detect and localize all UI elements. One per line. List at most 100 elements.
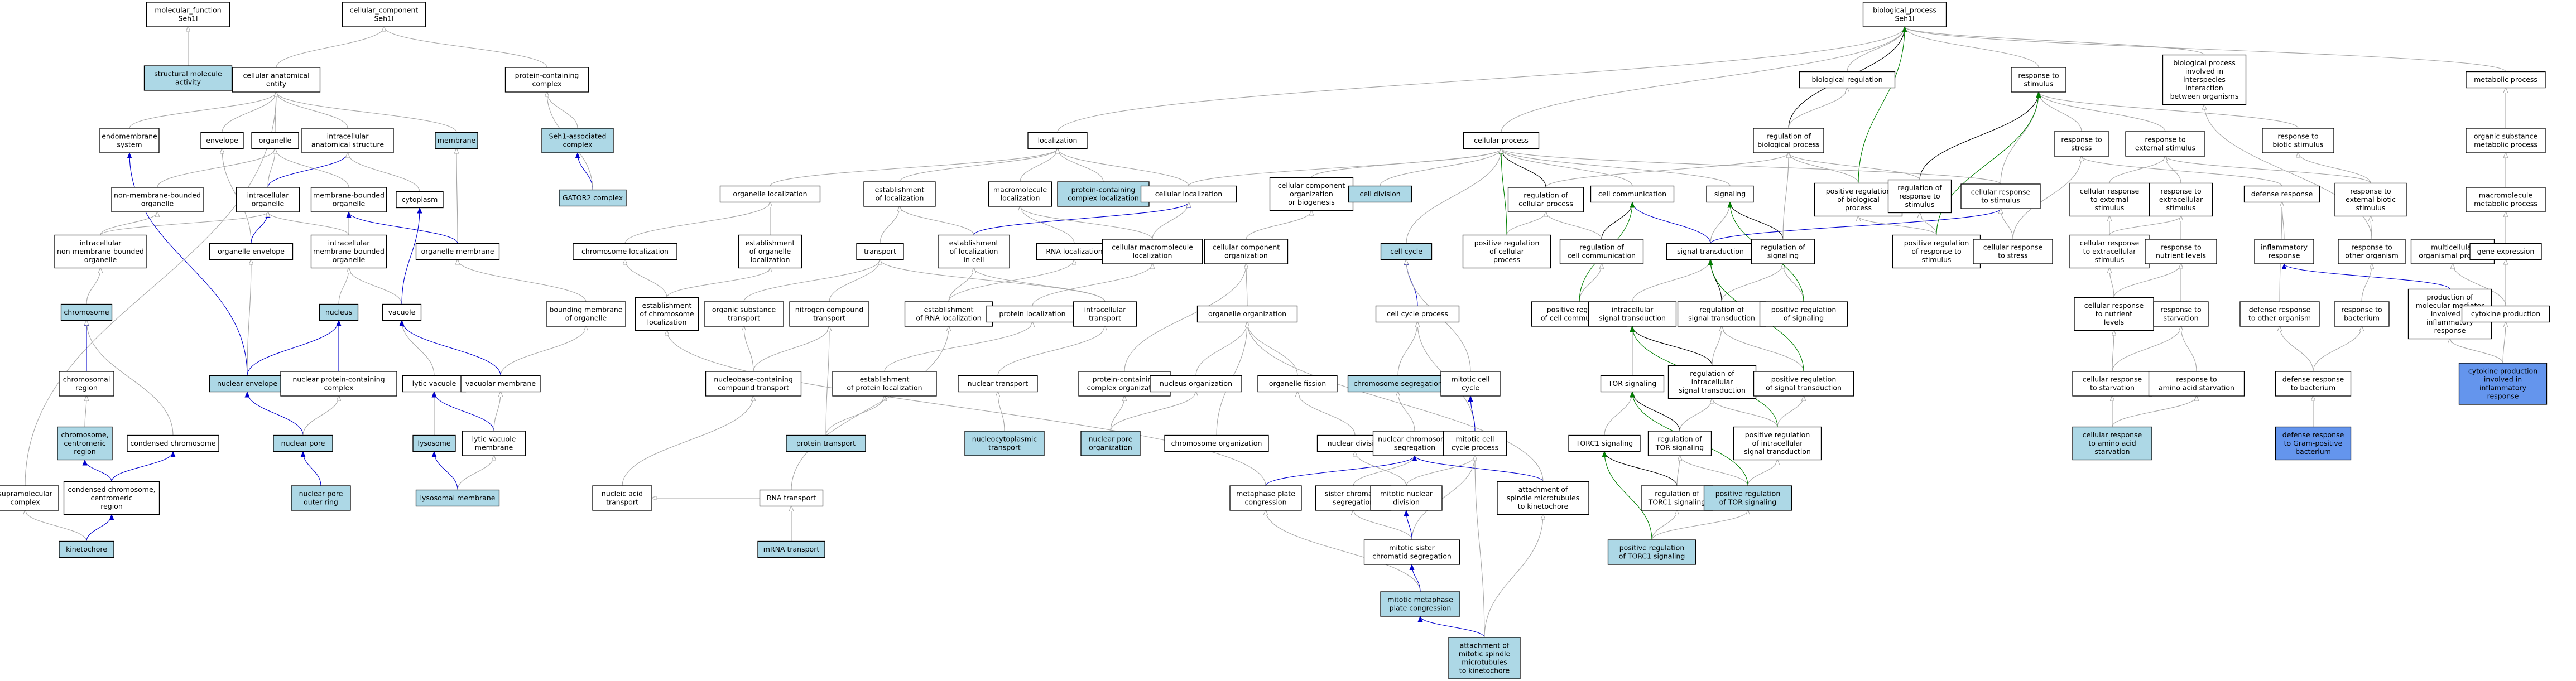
go-term-node[interactable]: vacuolar membrane xyxy=(460,375,541,393)
go-term-node[interactable]: protein transport xyxy=(786,434,866,452)
go-term-node[interactable]: organelle xyxy=(251,132,299,149)
go-term-node[interactable]: organelle membrane xyxy=(415,243,500,260)
go-term-node[interactable]: cytoplasm xyxy=(396,191,444,209)
go-term-node[interactable]: organelle localization xyxy=(719,185,821,203)
go-term-node[interactable]: cell cycle process xyxy=(1375,305,1460,323)
go-term-node[interactable]: cell division xyxy=(1348,185,1412,203)
go-term-node[interactable]: chromosome localization xyxy=(573,243,677,260)
go-term-node[interactable]: RNA transport xyxy=(759,489,824,507)
go-term-node[interactable]: localization xyxy=(1027,132,1088,149)
go-term-node[interactable]: chromosome xyxy=(60,303,113,321)
go-term-node[interactable]: GATOR2 complex xyxy=(559,189,627,207)
go-term-node[interactable]: lysosomal membrane xyxy=(415,489,500,507)
go-term-node[interactable]: transport xyxy=(856,243,904,260)
go-term-node[interactable]: gene expression xyxy=(2469,243,2542,260)
go-term-node[interactable]: nuclear transport xyxy=(958,375,1038,393)
go-term-node[interactable]: cell communication xyxy=(1590,185,1675,203)
go-term-node[interactable]: mRNA transport xyxy=(757,540,825,558)
go-term-node[interactable]: nuclear envelope xyxy=(209,375,286,393)
go-term-node[interactable]: protein localization xyxy=(986,305,1079,323)
go-term-node[interactable]: organelle organization xyxy=(1196,305,1298,323)
go-term-node[interactable]: TOR signaling xyxy=(1600,375,1665,393)
go-term-node[interactable]: RNA localization xyxy=(1036,243,1113,260)
go-term-node[interactable]: chromosome segregation xyxy=(1347,375,1449,393)
go-term-node[interactable]: TORC1 signaling xyxy=(1568,434,1641,452)
go-term-node[interactable]: metabolic process xyxy=(2466,71,2546,89)
go-term-node[interactable]: membrane xyxy=(435,132,478,149)
go-term-node[interactable]: defense response xyxy=(2243,185,2320,203)
go-term-node[interactable]: envelope xyxy=(200,132,244,149)
go-term-node[interactable]: biological regulation xyxy=(1799,71,1896,89)
go-term-node[interactable]: cellular process xyxy=(1463,132,1540,149)
go-term-node[interactable]: signaling xyxy=(1706,185,1754,203)
go-term-node[interactable]: condensed chromosome xyxy=(127,434,219,452)
go-term-node[interactable]: signal transduction xyxy=(1666,243,1755,260)
